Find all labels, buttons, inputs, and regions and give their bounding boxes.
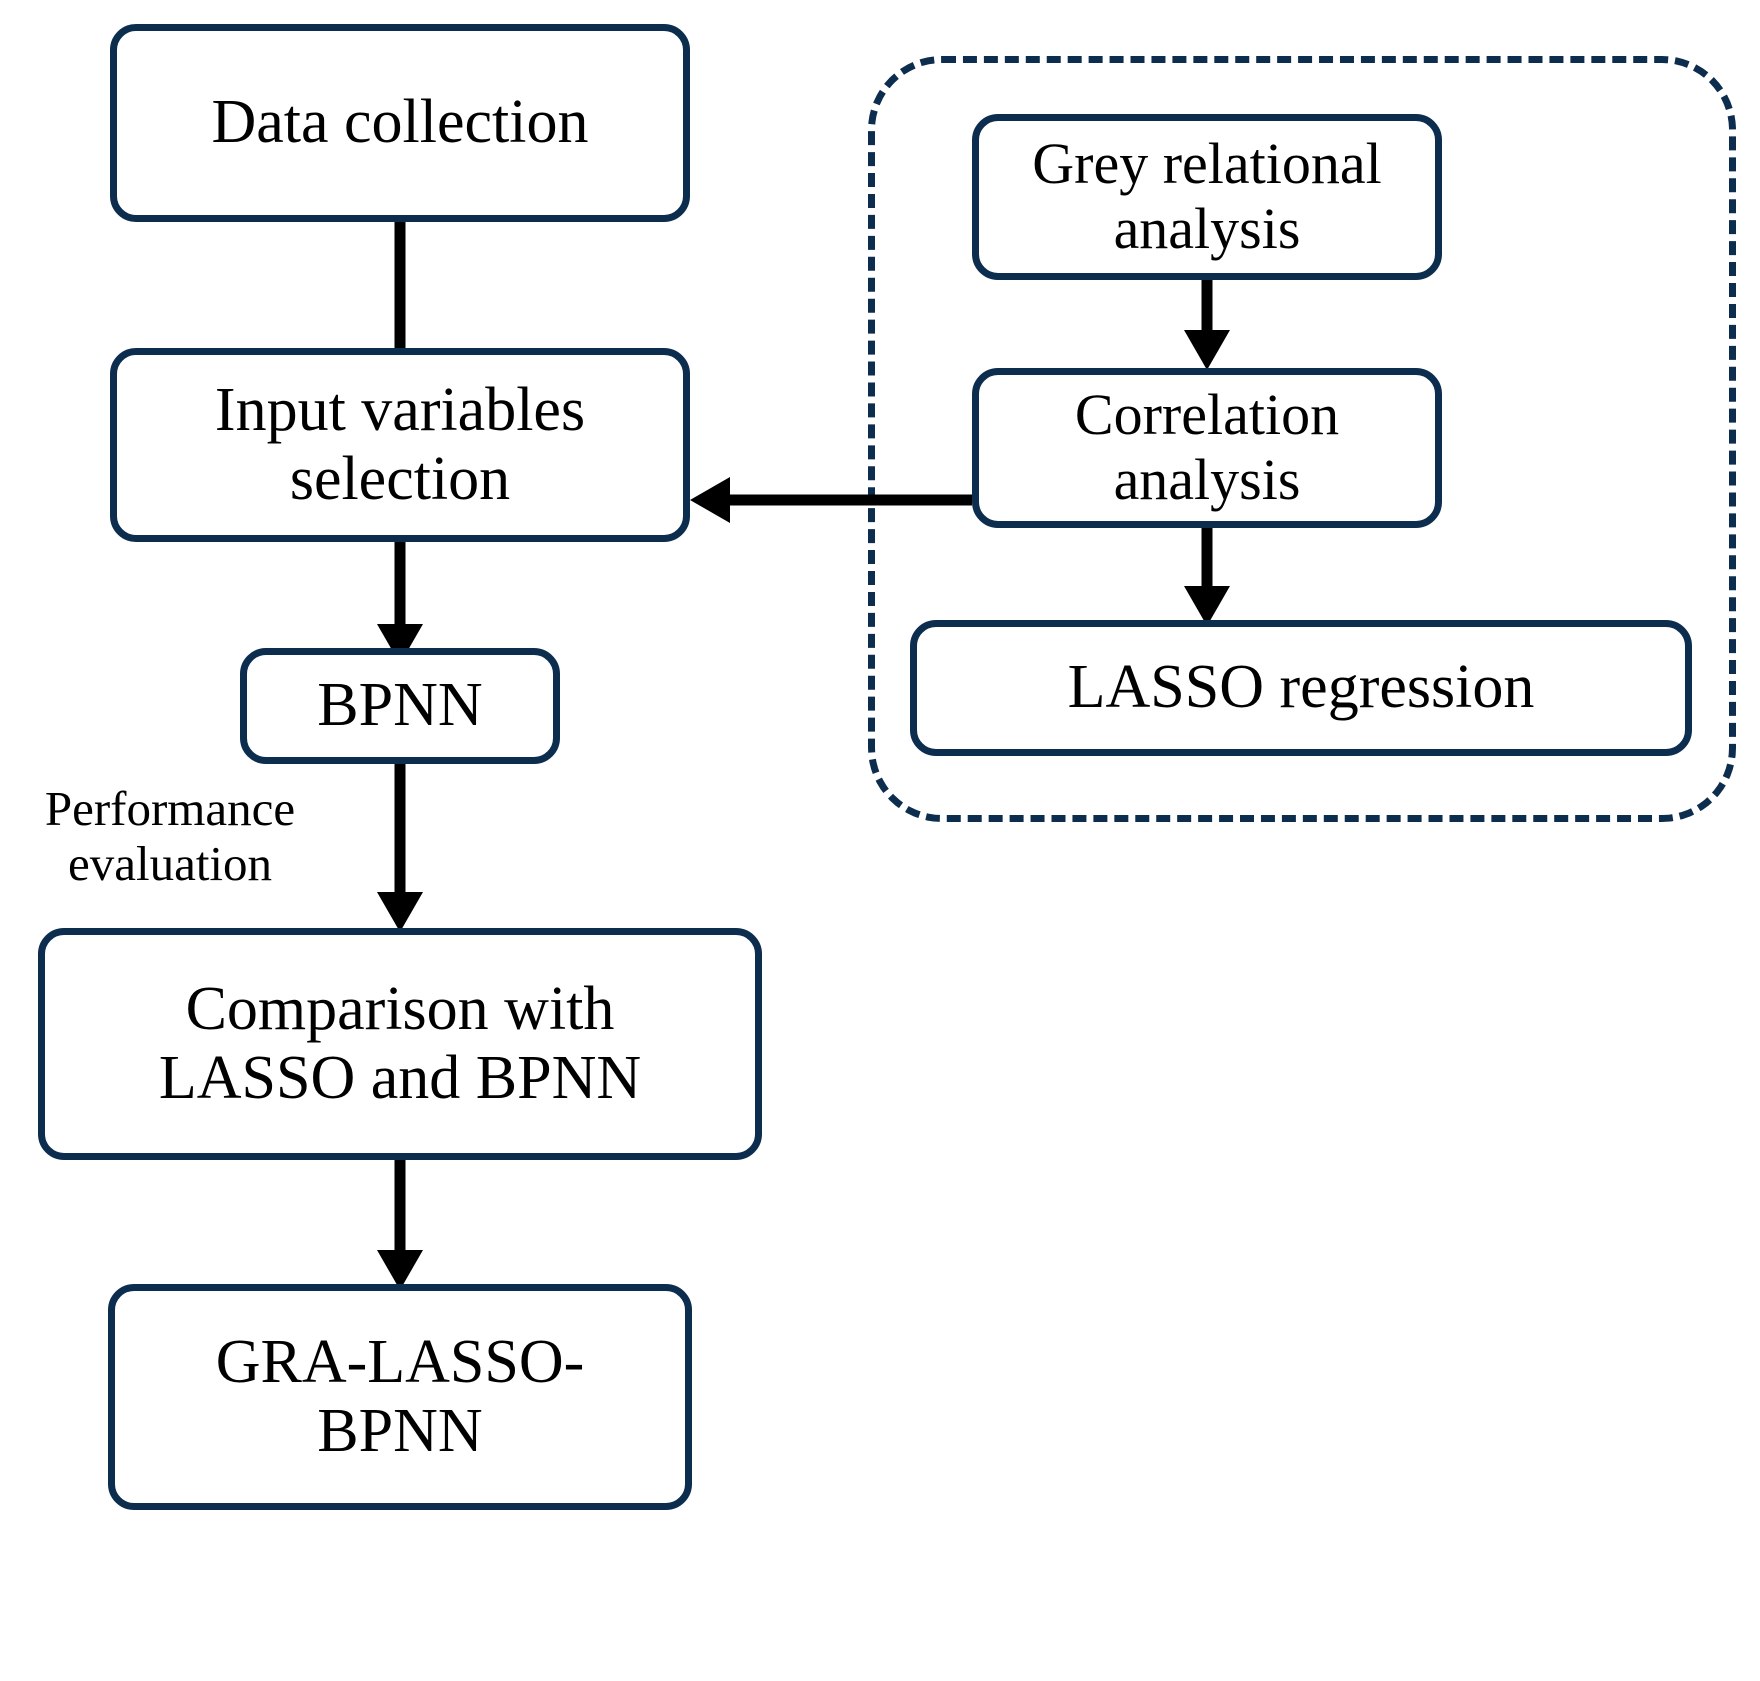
node-data-collection-label: Data collection (211, 88, 589, 157)
node-comparison-with-lasso-and-bpnn[interactable]: Comparison with LASSO and BPNN (38, 928, 762, 1160)
arrow-comparison-to-gra-lasso-bpnn (370, 1160, 430, 1290)
node-lasso-regression-label: LASSO regression (1067, 653, 1535, 722)
arrow-group-to-input-selection (690, 472, 972, 528)
node-grey-relational-analysis[interactable]: Grey relational analysis (972, 114, 1442, 280)
node-correlation-analysis[interactable]: Correlation analysis (972, 368, 1442, 528)
label-performance-evaluation: Performance evaluation (44, 781, 296, 891)
node-data-collection[interactable]: Data collection (110, 24, 690, 222)
node-input-variables-selection-label: Input variables selection (214, 375, 586, 513)
node-gra-lasso-bpnn[interactable]: GRA-LASSO- BPNN (108, 1284, 692, 1510)
arrow-gra-to-correlation-analysis (1177, 280, 1237, 370)
node-bpnn[interactable]: BPNN (240, 648, 560, 764)
node-gra-lasso-bpnn-label: GRA-LASSO- BPNN (215, 1327, 585, 1465)
node-bpnn-label: BPNN (317, 671, 483, 740)
arrow-correlation-analysis-to-lasso-regression (1177, 528, 1237, 626)
node-comparison-label: Comparison with LASSO and BPNN (158, 974, 642, 1112)
node-correlation-analysis-label: Correlation analysis (1074, 382, 1340, 512)
arrow-bpnn-to-comparison (370, 764, 430, 932)
arrow-input-selection-to-bpnn (370, 542, 430, 664)
node-input-variables-selection[interactable]: Input variables selection (110, 348, 690, 542)
variable-selection-methods-group (868, 56, 1736, 822)
node-lasso-regression[interactable]: LASSO regression (910, 620, 1692, 756)
node-grey-relational-analysis-label: Grey relational analysis (1032, 131, 1382, 261)
